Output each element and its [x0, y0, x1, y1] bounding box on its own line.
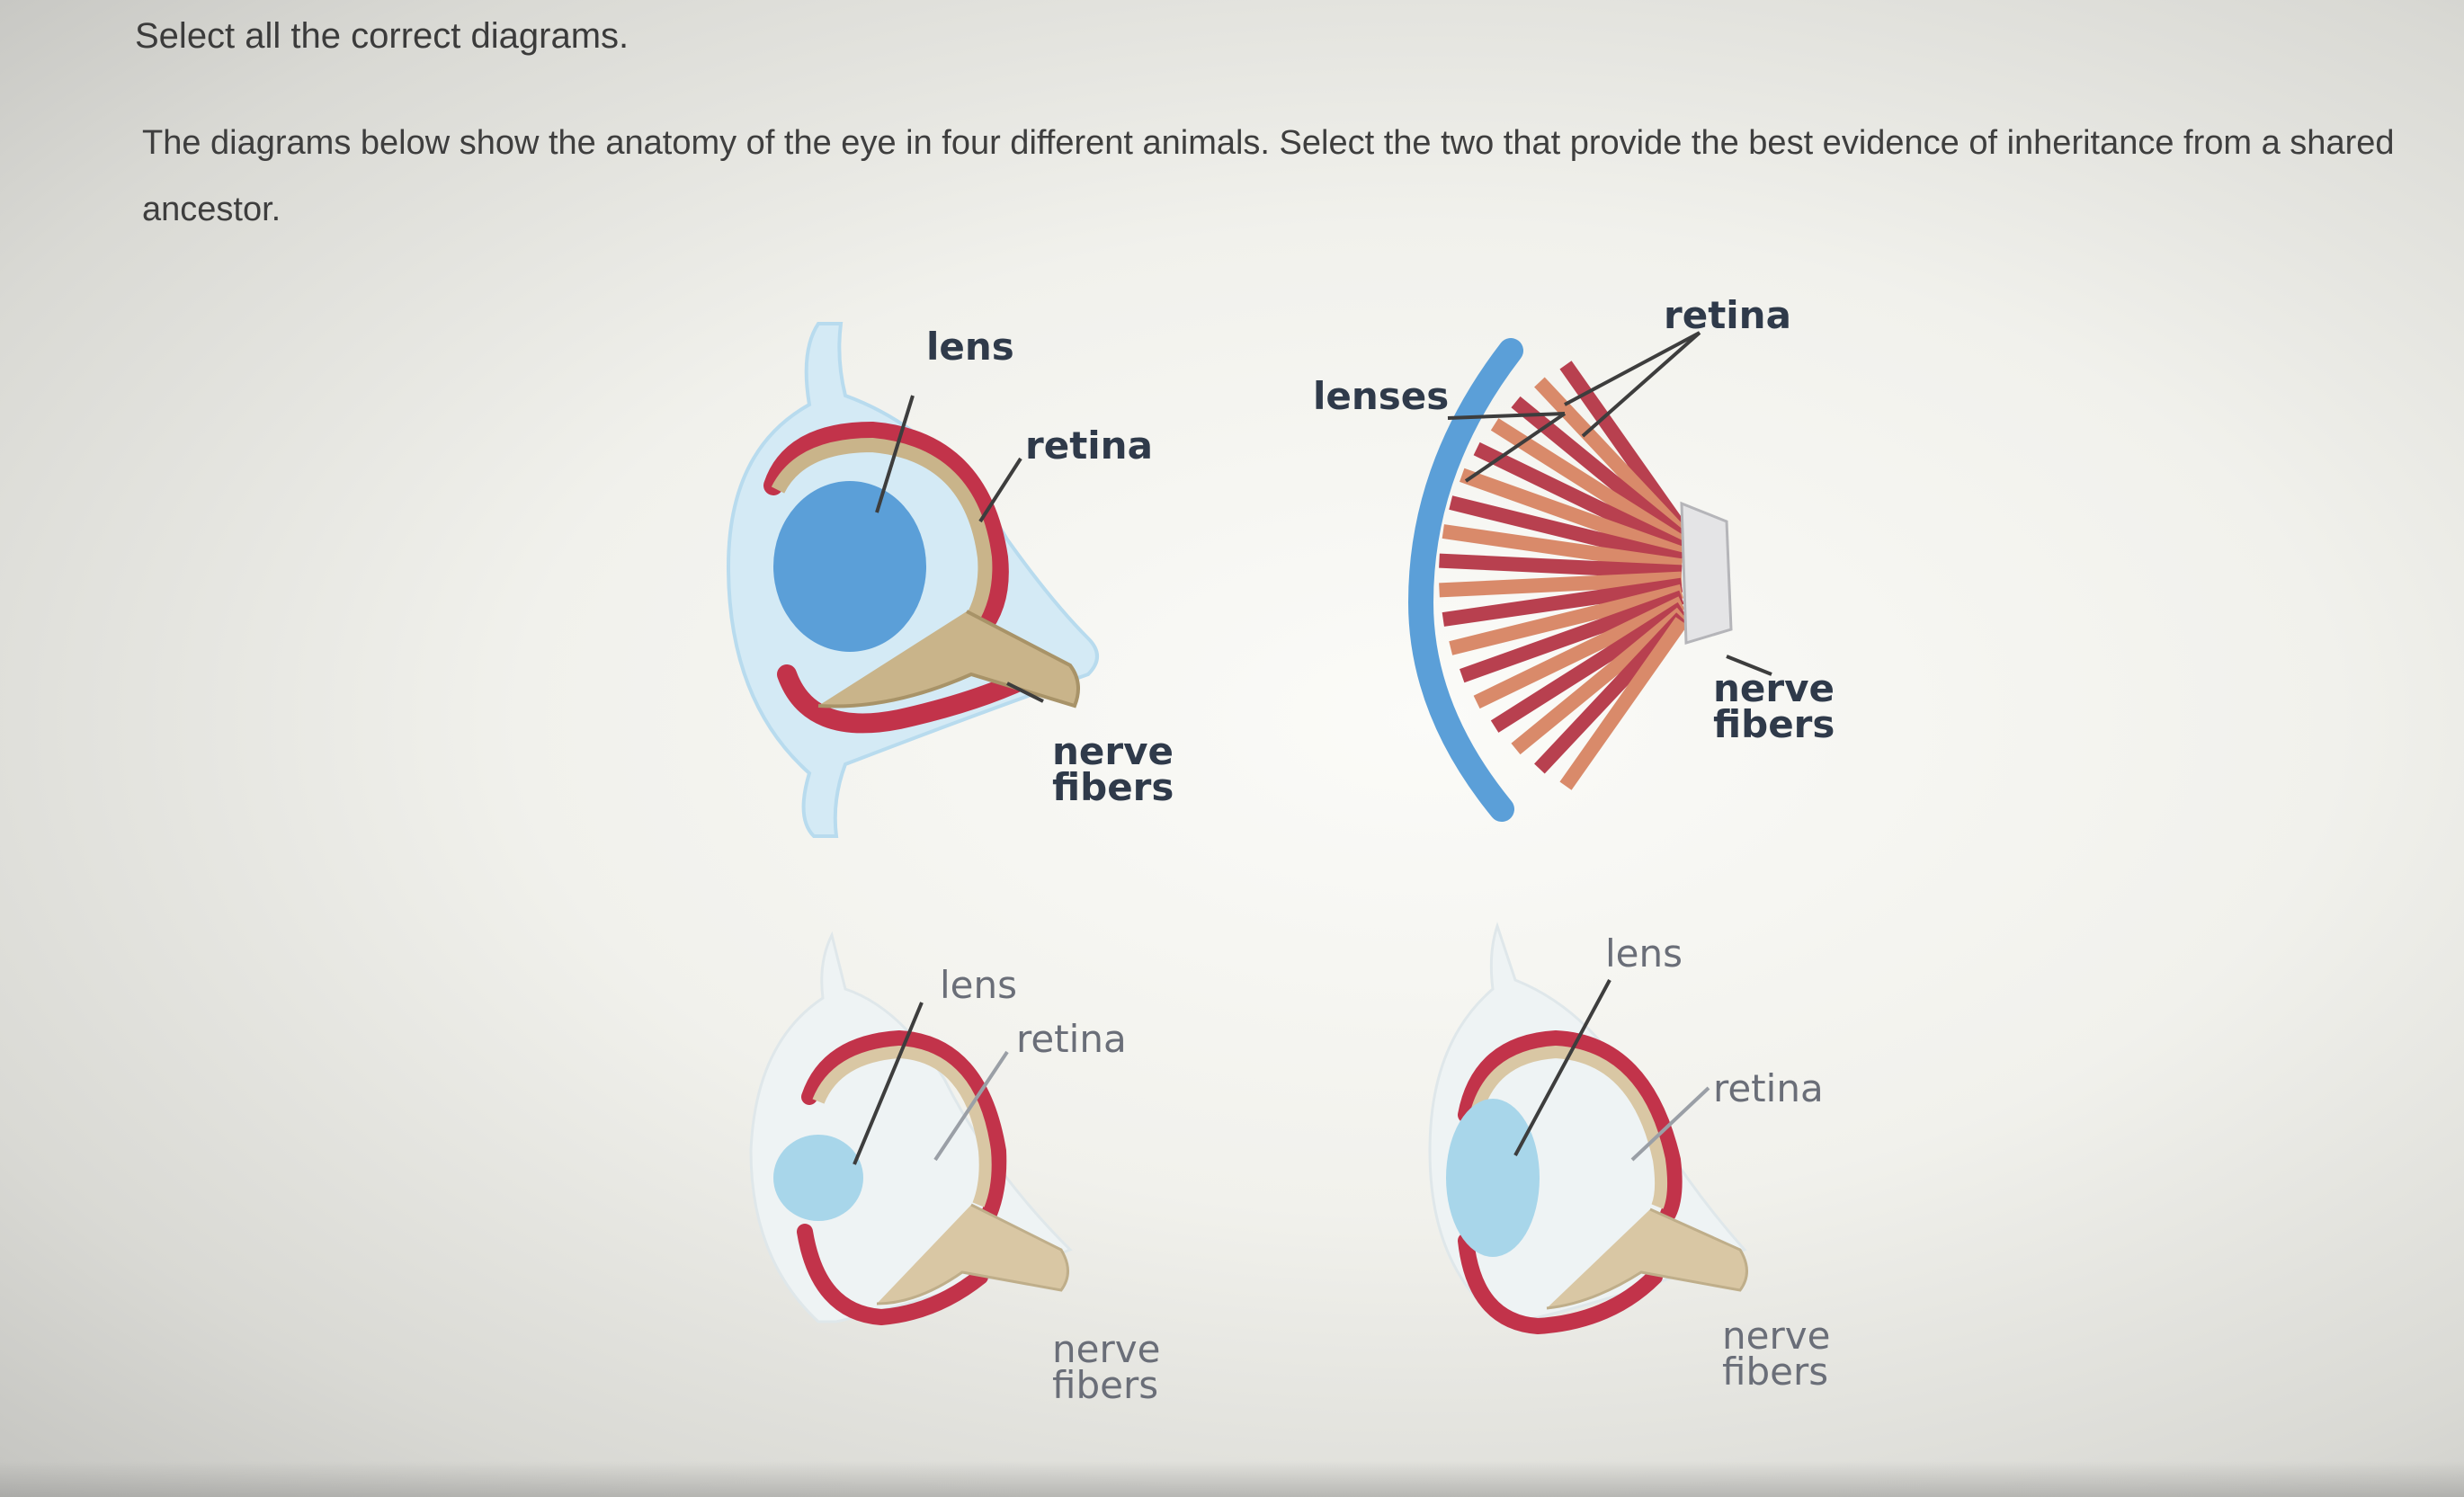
label-nerve: nerve [1052, 1327, 1160, 1371]
eye-diagram-a: lens retina nerve fibers [726, 322, 1174, 838]
label-retina: retina [1713, 1066, 1824, 1110]
retina-pointer [933, 1050, 1009, 1162]
ommatidium [1473, 596, 1685, 709]
optic-nerve [876, 1203, 1069, 1305]
lens-shape [773, 481, 926, 652]
ommatidia-fan [1439, 361, 1688, 790]
ommatidium [1511, 607, 1687, 755]
instruction-text: Select all the correct diagrams. [135, 16, 629, 56]
screen-bottom-edge [0, 1461, 2464, 1497]
diagram-option-a[interactable]: lens retina nerve fibers [710, 297, 1250, 854]
retina-lower [1458, 1233, 1663, 1335]
label-fibers: fibers [1052, 1363, 1158, 1407]
ommatidium [1460, 468, 1684, 561]
eye-diagram-d: lens retina nerve fibers [1428, 922, 1830, 1394]
retina-pointer [978, 457, 1022, 523]
nerve-bundle [1680, 501, 1733, 645]
lenses-pointer-1 [1464, 412, 1567, 483]
diagram-option-c[interactable]: lens retina nerve fibers [719, 917, 1277, 1430]
retina-pointer-1 [1564, 331, 1701, 406]
lens-pointer [853, 1002, 924, 1165]
lenses-arc [1407, 338, 1523, 822]
eye-diagram-c: lens retina nerve fibers [749, 931, 1160, 1407]
ommatidium [1439, 571, 1683, 598]
ommatidium [1442, 577, 1683, 627]
label-lens: lens [940, 963, 1017, 1007]
lens-shape [1446, 1099, 1540, 1257]
diagram-option-b[interactable]: retina lenses nerve fibers [1286, 288, 1861, 845]
eye-diagram-b: retina lenses nerve fibers [1313, 293, 1835, 822]
label-fibers: fibers [1722, 1350, 1828, 1394]
lens-shape [773, 1135, 863, 1221]
label-lens: lens [926, 325, 1014, 369]
ommatidium [1511, 396, 1687, 544]
retina-inner [812, 1045, 992, 1207]
retina-pointer-2 [1581, 331, 1701, 438]
label-lenses: lenses [1313, 374, 1449, 418]
lens-pointer [1513, 979, 1611, 1156]
label-retina: retina [1025, 423, 1153, 468]
ommatidium [1473, 441, 1685, 555]
label-retina: retina [1016, 1017, 1127, 1061]
nerve-pointer [1726, 655, 1772, 676]
retina-outer [763, 421, 1052, 734]
ommatidium [1449, 495, 1683, 567]
optic-nerve [1546, 1207, 1748, 1310]
label-nerve: nerve [1713, 666, 1835, 710]
lens-pointer [875, 395, 915, 513]
retina-lower [797, 1224, 988, 1326]
label-nerve: nerve [1722, 1314, 1830, 1358]
ommatidium [1534, 377, 1687, 539]
diagram-option-d[interactable]: lens retina nerve fibers [1403, 908, 1960, 1421]
ommatidium [1442, 524, 1683, 574]
ommatidium [1449, 584, 1683, 655]
ommatidium [1460, 590, 1684, 683]
nerve-pointer [1006, 682, 1044, 703]
retina-outer [1458, 1029, 1683, 1222]
label-retina: retina [1664, 293, 1791, 337]
label-nerve: nerve [1052, 729, 1174, 773]
ommatidium [1490, 418, 1686, 549]
retina-inner [1469, 1045, 1668, 1209]
label-lens: lens [1605, 931, 1683, 976]
retina-outer [801, 1029, 1007, 1222]
ommatidium [1559, 617, 1688, 790]
retina-inner [771, 437, 993, 625]
optic-nerve [817, 610, 1080, 708]
label-fibers: fibers [1052, 765, 1174, 809]
ommatidium [1439, 553, 1683, 580]
ommatidium [1490, 601, 1686, 733]
retina-pointer [1630, 1086, 1710, 1162]
label-fibers: fibers [1713, 702, 1835, 746]
question-text: The diagrams below show the anatomy of t… [142, 124, 2395, 228]
lenses-pointer-2 [1447, 412, 1566, 420]
